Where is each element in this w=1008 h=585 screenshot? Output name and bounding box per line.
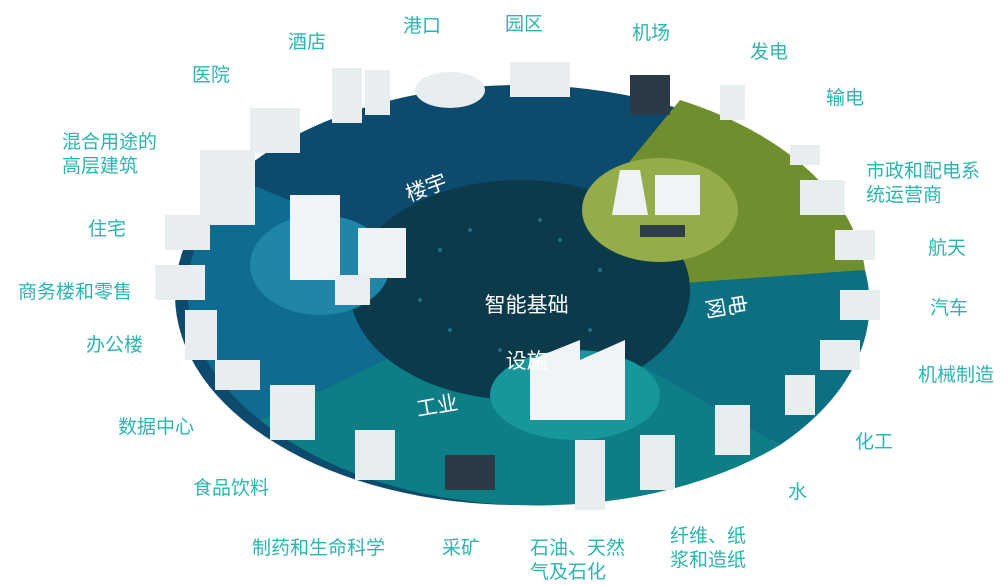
label-office: 办公楼	[86, 334, 144, 356]
label-water: 水	[788, 481, 808, 503]
label-transmission: 输电	[826, 87, 865, 109]
label-airport: 机场	[632, 22, 671, 44]
label-mixed-use: 混合用途的 高层建筑	[62, 131, 158, 177]
label-aerospace: 航天	[928, 237, 967, 259]
power-plant-icons	[612, 170, 700, 237]
label-automotive: 汽车	[930, 297, 969, 319]
label-data-center: 数据中心	[118, 416, 195, 438]
center-title-line1: 智能基础	[484, 293, 569, 317]
label-food-beverage: 食品饮料	[193, 477, 270, 499]
periphery-icons	[155, 62, 880, 510]
label-municipal: 市政和配电系 统运营商	[866, 160, 981, 206]
factory-icon	[530, 340, 625, 420]
center-title: 智能基础 设施	[455, 263, 585, 375]
label-generation: 发电	[750, 41, 789, 63]
label-hospital: 医院	[192, 64, 231, 86]
label-pharma: 制药和生命科学	[252, 537, 386, 559]
label-park: 园区	[505, 13, 544, 35]
label-machinery: 机械制造	[918, 364, 995, 386]
label-residential: 住宅	[88, 218, 127, 240]
label-oil-gas: 石油、天然 气及石化	[530, 537, 626, 583]
label-mining: 采矿	[442, 537, 481, 559]
label-chemical: 化工	[855, 431, 894, 453]
label-commercial: 商务楼和零售	[18, 281, 133, 303]
label-hotel: 酒店	[288, 31, 327, 53]
building-icons	[290, 195, 406, 305]
label-fiber-paper: 纤维、纸 浆和造纸	[670, 525, 747, 571]
circuit-pattern	[418, 218, 602, 352]
center-title-line2: 设施	[505, 349, 548, 373]
label-port: 港口	[403, 15, 442, 37]
